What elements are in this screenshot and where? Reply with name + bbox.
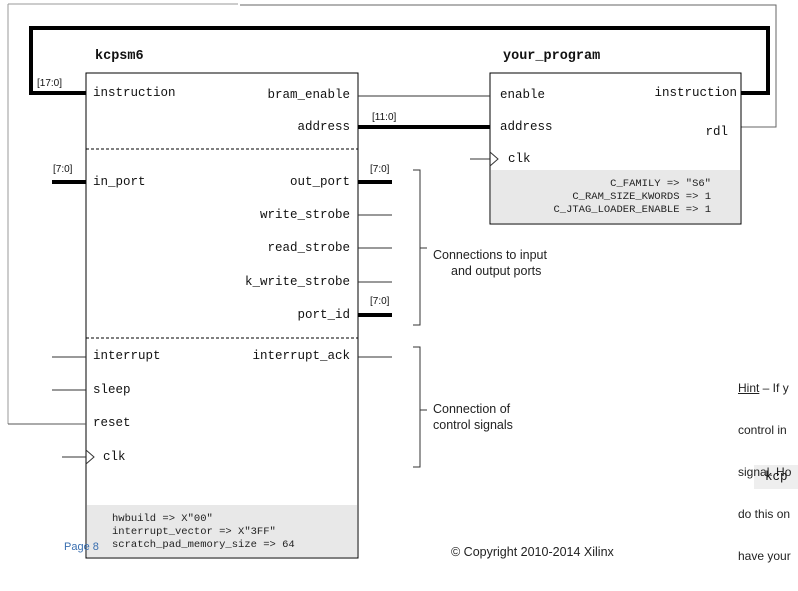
diagram-canvas: kcpsm6 instruction in_port interrupt sle… <box>7 3 798 563</box>
diagram-wiring <box>7 3 798 559</box>
kcpsm6-generic-interrupt-vector: interrupt_vector => X"3FF" <box>112 526 276 538</box>
kcpsm6-generic-hwbuild: hwbuild => X"00" <box>112 513 213 525</box>
port-program-instruction: instruction <box>654 86 737 100</box>
copyright: © Copyright 2010-2014 Xilinx <box>451 545 614 559</box>
hint-text: Hint – If y control in signal. Ho do thi… <box>738 353 798 591</box>
port-write-strobe: write_strobe <box>259 208 350 222</box>
port-k-write-strobe: k_write_strobe <box>244 275 350 289</box>
port-rdl: rdl <box>705 125 728 139</box>
page-number: Page 8 <box>64 541 99 553</box>
program-generic-ram-size: C_RAM_SIZE_KWORDS => 1 <box>572 191 711 203</box>
kcpsm6-block <box>85 72 359 559</box>
program-generic-family: C_FAMILY => "S6" <box>610 178 711 190</box>
hint-code: kcp <box>765 470 788 484</box>
bus-label-in-port: [7:0] <box>53 164 73 175</box>
port-sleep: sleep <box>93 383 131 397</box>
io-annotation-line1: Connections to input <box>433 248 547 262</box>
kcpsm6-title: kcpsm6 <box>95 49 144 64</box>
hint-line-3: signal. Ho <box>738 465 792 479</box>
bus-label-address: [11:0] <box>372 112 397 123</box>
kcpsm6-generics-area <box>87 505 357 557</box>
hint-code-box <box>754 465 798 489</box>
port-program-address: address <box>500 120 553 134</box>
port-reset: reset <box>93 416 131 430</box>
bus-label-out-port: [7:0] <box>370 164 390 175</box>
hint-label: Hint <box>738 381 760 395</box>
kcpsm6-generic-scratch-pad: scratch_pad_memory_size => 64 <box>112 539 295 551</box>
rdl-wire <box>240 4 777 128</box>
your-program-generics-area <box>491 170 740 223</box>
port-bram-enable: bram_enable <box>267 88 350 102</box>
port-port-id: port_id <box>297 308 350 322</box>
port-enable: enable <box>500 88 546 102</box>
instruction-loop-wire <box>29 26 770 95</box>
port-read-strobe: read_strobe <box>267 241 350 255</box>
ctrl-annotation-line2: control signals <box>433 418 513 432</box>
port-program-clk: clk <box>508 152 531 166</box>
port-address: address <box>297 120 350 134</box>
port-instruction: instruction <box>93 86 176 100</box>
hint-line-5: have your <box>738 549 791 563</box>
hint-line-2: control in <box>738 423 787 437</box>
control-bracket <box>413 346 421 468</box>
io-annotation-line2: and output ports <box>451 264 542 278</box>
io-bracket <box>413 169 421 326</box>
port-out-port: out_port <box>289 175 350 189</box>
bus-label-instruction: [17:0] <box>37 78 63 89</box>
hint-line-1: – If y <box>759 381 789 395</box>
your-program-title: your_program <box>503 49 601 64</box>
port-interrupt-ack: interrupt_ack <box>252 349 350 363</box>
ctrl-annotation-line1: Connection of <box>433 402 511 416</box>
hint-line-4: do this on <box>738 507 791 521</box>
bus-label-port-id: [7:0] <box>370 296 390 307</box>
port-clk: clk <box>103 450 126 464</box>
port-in-port: in_port <box>93 175 146 189</box>
program-generic-jtag-loader: C_JTAG_LOADER_ENABLE => 1 <box>553 204 711 216</box>
port-interrupt: interrupt <box>93 349 161 363</box>
